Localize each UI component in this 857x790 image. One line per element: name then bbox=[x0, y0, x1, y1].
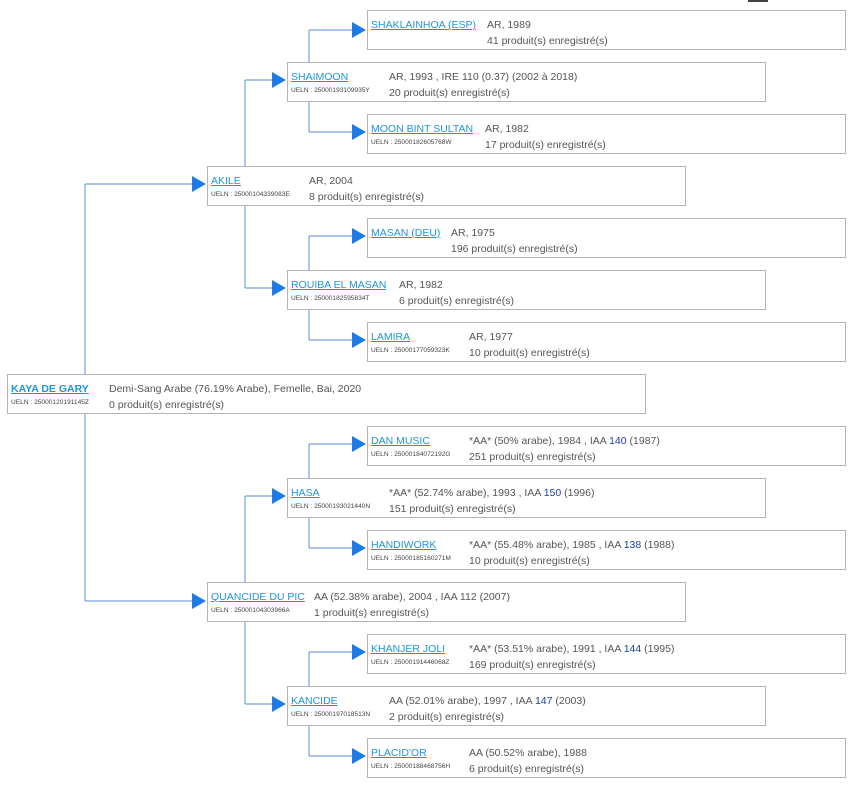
arrow-right-icon bbox=[352, 644, 366, 660]
horse-name-link[interactable]: KAYA DE GARY bbox=[11, 383, 89, 395]
produits-count: 1 produit(s) enregistré(s) bbox=[314, 607, 429, 619]
ueln-label: UELN : 25000182605768W bbox=[371, 139, 452, 146]
arrow-right-icon bbox=[352, 22, 366, 38]
produits-count: 10 produit(s) enregistré(s) bbox=[469, 347, 590, 359]
pedigree-node-dam-sire-dam: HANDIWORK UELN : 25000185160271M *AA* (5… bbox=[367, 530, 846, 570]
horse-info: AR, 1989 bbox=[487, 19, 531, 31]
horse-name-link[interactable]: MASAN (DEU) bbox=[371, 227, 441, 239]
scroll-marker bbox=[748, 0, 768, 2]
produits-count: 151 produit(s) enregistré(s) bbox=[389, 503, 516, 515]
horse-name-link[interactable]: MOON BINT SULTAN bbox=[371, 123, 474, 135]
horse-name-link[interactable]: ROUIBA EL MASAN bbox=[291, 279, 387, 291]
horse-name-link[interactable]: AKILE bbox=[211, 175, 241, 187]
arrow-right-icon bbox=[352, 436, 366, 452]
pedigree-node-dam-dam-sire: KHANJER JOLI UELN : 25000191446068Z *AA*… bbox=[367, 634, 846, 674]
horse-name-link[interactable]: SHAKLAINHOA (ESP) bbox=[371, 19, 477, 31]
pedigree-node-dam: QUANCIDE DU PIC UELN : 25000104303966A A… bbox=[207, 582, 686, 622]
horse-info: AR, 1982 bbox=[399, 279, 443, 291]
horse-info: AR, 1977 bbox=[469, 331, 513, 343]
horse-info: *AA* (53.51% arabe), 1991 , IAA 144 (199… bbox=[469, 643, 675, 655]
ueln-label: UELN : 25000104339083E bbox=[211, 191, 290, 198]
pedigree-node-sire-dam-dam: LAMIRA UELN : 25000177059323K AR, 1977 1… bbox=[367, 322, 846, 362]
arrow-right-icon bbox=[192, 593, 206, 609]
ueln-label: UELN : 25000191446068Z bbox=[371, 659, 450, 666]
ueln-label: UELN : 25000177059323K bbox=[371, 347, 450, 354]
pedigree-node-dam-sire-sire: DAN MUSIC UELN : 25000184072192G *AA* (5… bbox=[367, 426, 846, 466]
pedigree-node-dam-sire: HASA UELN : 25000193021440N *AA* (52.74%… bbox=[287, 478, 766, 518]
arrow-right-icon bbox=[352, 540, 366, 556]
arrow-right-icon bbox=[192, 176, 206, 192]
arrow-right-icon bbox=[352, 748, 366, 764]
produits-count: 20 produit(s) enregistré(s) bbox=[389, 87, 510, 99]
produits-count: 2 produit(s) enregistré(s) bbox=[389, 711, 504, 723]
horse-info: *AA* (52.74% arabe), 1993 , IAA 150 (199… bbox=[389, 487, 595, 499]
horse-info: *AA* (50% arabe), 1984 , IAA 140 (1987) bbox=[469, 435, 660, 447]
pedigree-node-root: KAYA DE GARY UELN : 25000120191145Z Demi… bbox=[7, 374, 646, 414]
produits-count: 8 produit(s) enregistré(s) bbox=[309, 191, 424, 203]
horse-name-link[interactable]: LAMIRA bbox=[371, 331, 411, 343]
horse-info: *AA* (55.48% arabe), 1985 , IAA 138 (198… bbox=[469, 539, 675, 551]
horse-info: AA (50.52% arabe), 1988 bbox=[469, 747, 587, 759]
pedigree-node-sire-sire-dam: MOON BINT SULTAN UELN : 25000182605768W … bbox=[367, 114, 846, 154]
ueln-label: UELN : 25000193021440N bbox=[291, 503, 371, 510]
ueln-label: UELN : 25000188468756H bbox=[371, 763, 451, 770]
horse-info: AR, 1975 bbox=[451, 227, 495, 239]
horse-info: AA (52.38% arabe), 2004 , IAA 112 (2007) bbox=[314, 591, 510, 603]
produits-count: 6 produit(s) enregistré(s) bbox=[469, 763, 584, 775]
horse-name-link[interactable]: QUANCIDE DU PIC bbox=[211, 591, 305, 603]
horse-info: AR, 1993 , IRE 110 (0.37) (2002 à 2018) bbox=[389, 71, 578, 83]
arrow-right-icon bbox=[352, 332, 366, 348]
horse-name-link[interactable]: HASA bbox=[291, 487, 320, 499]
produits-count: 251 produit(s) enregistré(s) bbox=[469, 451, 596, 463]
produits-count: 0 produit(s) enregistré(s) bbox=[109, 399, 224, 411]
pedigree-node-sire-sire-sire: SHAKLAINHOA (ESP) AR, 1989 41 produit(s)… bbox=[367, 10, 846, 50]
pedigree-node-sire-sire: SHAIMOON UELN : 25000193109935Y AR, 1993… bbox=[287, 62, 766, 102]
horse-info: Demi-Sang Arabe (76.19% Arabe), Femelle,… bbox=[109, 383, 362, 395]
ueln-label: UELN : 25000184072192G bbox=[371, 451, 451, 458]
produits-count: 169 produit(s) enregistré(s) bbox=[469, 659, 596, 671]
ueln-label: UELN : 25000104303966A bbox=[211, 607, 290, 614]
arrow-right-icon bbox=[352, 228, 366, 244]
horse-name-link[interactable]: KHANJER JOLI bbox=[371, 643, 446, 655]
horse-info: AR, 2004 bbox=[309, 175, 353, 187]
arrow-right-icon bbox=[272, 696, 286, 712]
horse-name-link[interactable]: HANDIWORK bbox=[371, 539, 437, 551]
produits-count: 6 produit(s) enregistré(s) bbox=[399, 295, 514, 307]
pedigree-node-sire-dam: ROUIBA EL MASAN UELN : 25000182595834T A… bbox=[287, 270, 766, 310]
arrow-right-icon bbox=[272, 280, 286, 296]
produits-count: 196 produit(s) enregistré(s) bbox=[451, 243, 578, 255]
horse-name-link[interactable]: SHAIMOON bbox=[291, 71, 349, 83]
horse-name-link[interactable]: KANCIDE bbox=[291, 695, 338, 707]
pedigree-node-dam-dam-dam: PLACID'OR UELN : 25000188468756H AA (50.… bbox=[367, 738, 846, 778]
arrow-right-icon bbox=[272, 488, 286, 504]
ueln-label: UELN : 25000197018513N bbox=[291, 711, 371, 718]
ueln-label: UELN : 25000182595834T bbox=[291, 295, 370, 302]
ueln-label: UELN : 25000120191145Z bbox=[11, 399, 89, 406]
produits-count: 10 produit(s) enregistré(s) bbox=[469, 555, 590, 567]
ueln-label: UELN : 25000193109935Y bbox=[291, 87, 370, 94]
horse-name-link[interactable]: PLACID'OR bbox=[371, 747, 427, 759]
horse-name-link[interactable]: DAN MUSIC bbox=[371, 435, 430, 447]
ueln-label: UELN : 25000185160271M bbox=[371, 555, 451, 562]
pedigree-node-sire: AKILE UELN : 25000104339083E AR, 2004 8 … bbox=[207, 166, 686, 206]
produits-count: 17 produit(s) enregistré(s) bbox=[485, 139, 606, 151]
pedigree-node-dam-dam: KANCIDE UELN : 25000197018513N AA (52.01… bbox=[287, 686, 766, 726]
produits-count: 41 produit(s) enregistré(s) bbox=[487, 35, 608, 47]
horse-info: AR, 1982 bbox=[485, 123, 529, 135]
arrow-right-icon bbox=[272, 72, 286, 88]
pedigree-node-sire-dam-sire: MASAN (DEU) AR, 1975 196 produit(s) enre… bbox=[367, 218, 846, 258]
horse-info: AA (52.01% arabe), 1997 , IAA 147 (2003) bbox=[389, 695, 586, 707]
arrow-right-icon bbox=[352, 124, 366, 140]
